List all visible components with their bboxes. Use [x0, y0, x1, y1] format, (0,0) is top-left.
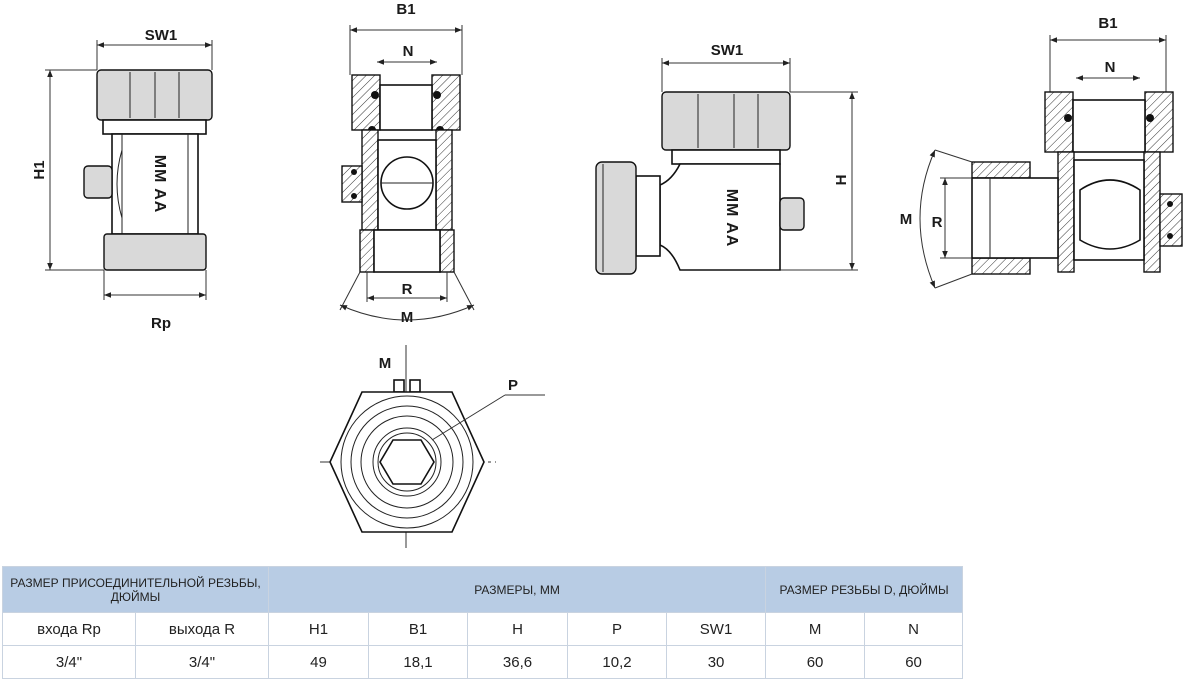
- thread-left: [359, 229, 375, 273]
- nut-right-section: [431, 74, 461, 131]
- specification-table: РАЗМЕР ПРИСОЕДИНИТЕЛЬНОЙ РЕЗЬБЫ, ДЮЙМЫ Р…: [1, 566, 964, 679]
- table-cell: 36,6: [467, 645, 569, 679]
- table-cell: 18,1: [368, 645, 469, 679]
- collar: [102, 119, 207, 135]
- valve-body: [111, 133, 199, 235]
- table-cell: 49: [268, 645, 370, 679]
- thread-right: [439, 229, 455, 273]
- side-coupling: [595, 161, 637, 275]
- table-cell: 60: [765, 645, 866, 679]
- label-r: R: [402, 281, 413, 298]
- label-m-end: M: [379, 355, 392, 372]
- column-header: H1: [268, 612, 370, 646]
- column-header: выхода R: [134, 612, 270, 646]
- table-cell: 3/4": [134, 645, 270, 679]
- nut-left-section: [351, 74, 381, 131]
- column-header: SW1: [666, 612, 767, 646]
- label-sw1: SW1: [145, 27, 178, 44]
- table-cell: 3/4": [2, 645, 136, 679]
- column-header: M: [765, 612, 866, 646]
- label-sw1-angle: SW1: [711, 42, 744, 59]
- side-stem-angle: [779, 197, 805, 231]
- column-header: N: [864, 612, 964, 646]
- stem-section-angle: [1159, 193, 1183, 247]
- label-rp: Rp: [151, 315, 171, 332]
- table-cell: 60: [864, 645, 964, 679]
- section-view-angle: B1 N R M: [900, 15, 1183, 289]
- table-cell: 30: [666, 645, 767, 679]
- leader-p: [431, 394, 506, 441]
- label-n-angle: N: [1105, 59, 1116, 76]
- header-dimensions: РАЗМЕРЫ, ММ: [268, 566, 767, 613]
- body-wall-right: [435, 129, 453, 231]
- stem-section: [341, 165, 363, 203]
- label-h: H: [833, 175, 850, 186]
- dimension-arc-m-angle: [919, 149, 936, 289]
- angle-body: [659, 163, 781, 271]
- label-n: N: [403, 43, 414, 60]
- front-view-angle: SW1 H MM AA: [595, 42, 858, 275]
- column-header: H: [467, 612, 569, 646]
- label-b1-angle: B1: [1098, 15, 1117, 32]
- end-view: M P: [320, 345, 545, 548]
- label-r-angle: R: [932, 214, 943, 231]
- front-view-straight: SW1 H1 MM AA Rp: [31, 27, 213, 332]
- label-m-angle: M: [900, 211, 913, 228]
- ball-angle: [1079, 179, 1141, 250]
- valve-technical-drawing: SW1 H1 MM AA Rp B1 N: [31, 1, 1183, 548]
- body-marking: MM AA: [151, 155, 168, 214]
- header-connection-size: РАЗМЕР ПРИСОЕДИНИТЕЛЬНОЙ РЕЗЬБЫ, ДЮЙМЫ: [1, 566, 270, 613]
- label-p: P: [508, 377, 518, 394]
- column-header: P: [567, 612, 668, 646]
- inner-sleeve: [379, 84, 433, 131]
- header-thread-size: РАЗМЕР РЕЗЬБЫ D, ДЮЙМЫ: [765, 566, 964, 613]
- hex-nut-angle: [661, 91, 791, 151]
- dimension-arc-m: [339, 304, 475, 321]
- table-group-header-row: РАЗМЕР ПРИСОЕДИНИТЕЛЬНОЙ РЕЗЬБЫ, ДЮЙМЫ Р…: [1, 566, 964, 613]
- section-view-straight: B1 N R M: [339, 1, 475, 326]
- body-marking-angle: MM AA: [723, 189, 740, 248]
- label-b1: B1: [396, 1, 415, 18]
- bottom-thread: [103, 233, 207, 271]
- table-cell: 10,2: [567, 645, 668, 679]
- column-header: входа Rp: [2, 612, 136, 646]
- body-wall-left: [361, 129, 379, 231]
- hex-socket: [379, 439, 435, 485]
- table-row: 3/4" 3/4" 49 18,1 36,6 10,2 30 60 60: [2, 645, 964, 679]
- column-header: B1: [368, 612, 469, 646]
- side-stem: [83, 165, 113, 199]
- table-column-header-row: входа Rp выхода R H1 B1 H P SW1 M N: [2, 612, 964, 646]
- label-h1: H1: [31, 160, 48, 179]
- label-m: M: [401, 309, 414, 326]
